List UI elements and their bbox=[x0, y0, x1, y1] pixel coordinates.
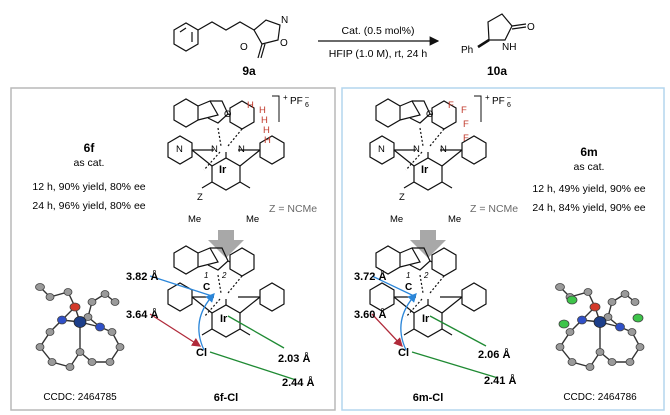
left-complex-label: 6f-Cl bbox=[214, 392, 238, 404]
right-ccdc: CCDC: 2464786 bbox=[563, 392, 637, 403]
left-dist-3: 2.03 Å bbox=[278, 352, 310, 365]
right-sub-atom-4: F bbox=[463, 133, 469, 144]
right-dist-line-2 bbox=[371, 313, 403, 347]
left-dist-line-3 bbox=[227, 315, 285, 349]
left-result-12h: 12 h, 90% yield, 80% ee bbox=[32, 181, 145, 193]
right-sub-atom-1: F bbox=[448, 100, 454, 111]
left-cat-label: 6f bbox=[84, 141, 96, 155]
right-ir-atom: Ir bbox=[421, 164, 429, 176]
left-sub-atom-2: H bbox=[261, 115, 268, 126]
left-panel-content: 6f as cat. 12 h, 90% yield, 80% ee 24 h,… bbox=[32, 93, 317, 404]
reaction-scheme: N O O 9a Cat. (0.5 mol%) HFIP (1.0 M), r… bbox=[173, 13, 535, 78]
left-z-atom: Z bbox=[197, 192, 203, 203]
left-as-cat: as cat. bbox=[74, 157, 105, 169]
left-crystal-structure bbox=[34, 282, 125, 372]
right-cat-label: 6m bbox=[580, 145, 597, 159]
left-dist-4: 2.44 Å bbox=[282, 376, 314, 389]
reactant-n-atom: N bbox=[281, 15, 288, 26]
left-pos-2: 2 bbox=[221, 271, 227, 280]
right-down-arrow bbox=[410, 230, 446, 258]
left-c-atom: C bbox=[203, 282, 210, 293]
left-n-pyridine-2: N bbox=[238, 144, 245, 155]
left-ccdc: CCDC: 2464785 bbox=[43, 392, 117, 403]
right-dist-3: 2.06 Å bbox=[478, 348, 510, 361]
right-dist-line-3 bbox=[429, 315, 487, 347]
right-as-cat: as cat. bbox=[574, 161, 605, 173]
left-sub-atom-1: H bbox=[259, 105, 266, 116]
left-bracket bbox=[272, 95, 280, 122]
right-pos-2: 2 bbox=[423, 271, 429, 280]
right-crystal-structure bbox=[554, 282, 645, 372]
left-dist-1: 3.82 Å bbox=[126, 270, 158, 283]
right-c-atom: C bbox=[405, 282, 412, 293]
right-panel bbox=[341, 87, 665, 411]
right-z-atom: Z bbox=[399, 192, 405, 203]
right-complex-label: 6m-Cl bbox=[413, 392, 444, 404]
right-counter-sub: 6 bbox=[507, 102, 511, 109]
left-dist-2: 3.64 Å bbox=[126, 308, 158, 321]
left-sub-atom-3: H bbox=[263, 125, 270, 136]
product-o-atom: O bbox=[527, 22, 535, 33]
left-sub-atom-4: H bbox=[264, 135, 271, 146]
reactant-structure bbox=[173, 19, 281, 59]
right-dist-arc bbox=[400, 293, 417, 351]
product-label: 10a bbox=[487, 64, 507, 78]
left-dist-line-4 bbox=[209, 351, 297, 381]
right-dist-1: 3.72 Å bbox=[354, 270, 386, 283]
left-panel bbox=[10, 87, 336, 411]
right-dist-4: 2.41 Å bbox=[484, 374, 516, 387]
left-n-pyridine-1: N bbox=[176, 144, 183, 155]
reaction-condition-top: Cat. (0.5 mol%) bbox=[342, 25, 415, 37]
left-counterion: PF bbox=[290, 96, 303, 107]
reactant-o-atom-2: O bbox=[240, 42, 248, 53]
left-counter-sub: 6 bbox=[305, 102, 309, 109]
right-charge: + bbox=[485, 93, 490, 102]
right-dist-2: 3.60 Å bbox=[354, 308, 386, 321]
right-result-24h: 24 h, 84% yield, 90% ee bbox=[532, 202, 645, 214]
right-complex-ir: Ir bbox=[422, 313, 430, 325]
right-me-2: Me bbox=[448, 214, 461, 225]
right-n-pyridine-1: N bbox=[378, 144, 385, 155]
right-sub-atom-3: F bbox=[463, 119, 469, 130]
right-o-atom: O bbox=[426, 109, 433, 120]
right-n-atom: N bbox=[413, 144, 420, 155]
left-me-2: Me bbox=[246, 214, 259, 225]
right-bracket bbox=[474, 95, 482, 122]
right-panel-content: 6m as cat. 12 h, 49% yield, 90% ee 24 h,… bbox=[354, 93, 646, 404]
left-dist-line-1 bbox=[149, 275, 213, 297]
left-result-24h: 24 h, 96% yield, 80% ee bbox=[32, 200, 145, 212]
left-n-atom: N bbox=[211, 144, 218, 155]
left-dist-arc bbox=[198, 293, 215, 351]
left-me-1: Me bbox=[188, 214, 201, 225]
left-z-definition: Z = NCMe bbox=[269, 203, 317, 215]
right-n-pyridine-2: N bbox=[440, 144, 447, 155]
right-counterion: PF bbox=[492, 96, 505, 107]
reactant-label: 9a bbox=[242, 64, 256, 78]
right-result-12h: 12 h, 49% yield, 90% ee bbox=[532, 183, 645, 195]
reactant-o-atom-1: O bbox=[280, 38, 288, 49]
product-ph-group: Ph bbox=[461, 45, 473, 56]
reaction-condition-bottom: HFIP (1.0 M), rt, 24 h bbox=[329, 48, 428, 60]
left-o-atom: O bbox=[224, 109, 231, 120]
right-dist-line-4 bbox=[411, 351, 499, 379]
product-structure bbox=[477, 13, 527, 49]
right-sub-atom-2: F bbox=[461, 105, 467, 116]
left-down-arrow bbox=[208, 230, 244, 258]
right-counter-sup: – bbox=[507, 94, 511, 101]
left-complex-ir: Ir bbox=[220, 313, 228, 325]
left-cl-atom: Cl bbox=[196, 347, 207, 359]
right-z-definition: Z = NCMe bbox=[470, 203, 518, 215]
left-sub-atom-5: H bbox=[247, 100, 254, 111]
left-counter-sup: – bbox=[305, 94, 309, 101]
left-ir-atom: Ir bbox=[219, 164, 227, 176]
right-cl-atom: Cl bbox=[398, 347, 409, 359]
right-me-1: Me bbox=[390, 214, 403, 225]
right-dist-line-1 bbox=[371, 275, 415, 297]
left-dist-line-2 bbox=[149, 313, 202, 347]
product-nh-atom: NH bbox=[502, 42, 516, 53]
right-pos-1: 1 bbox=[406, 271, 410, 280]
left-charge: + bbox=[283, 93, 288, 102]
left-pos-1: 1 bbox=[204, 271, 208, 280]
